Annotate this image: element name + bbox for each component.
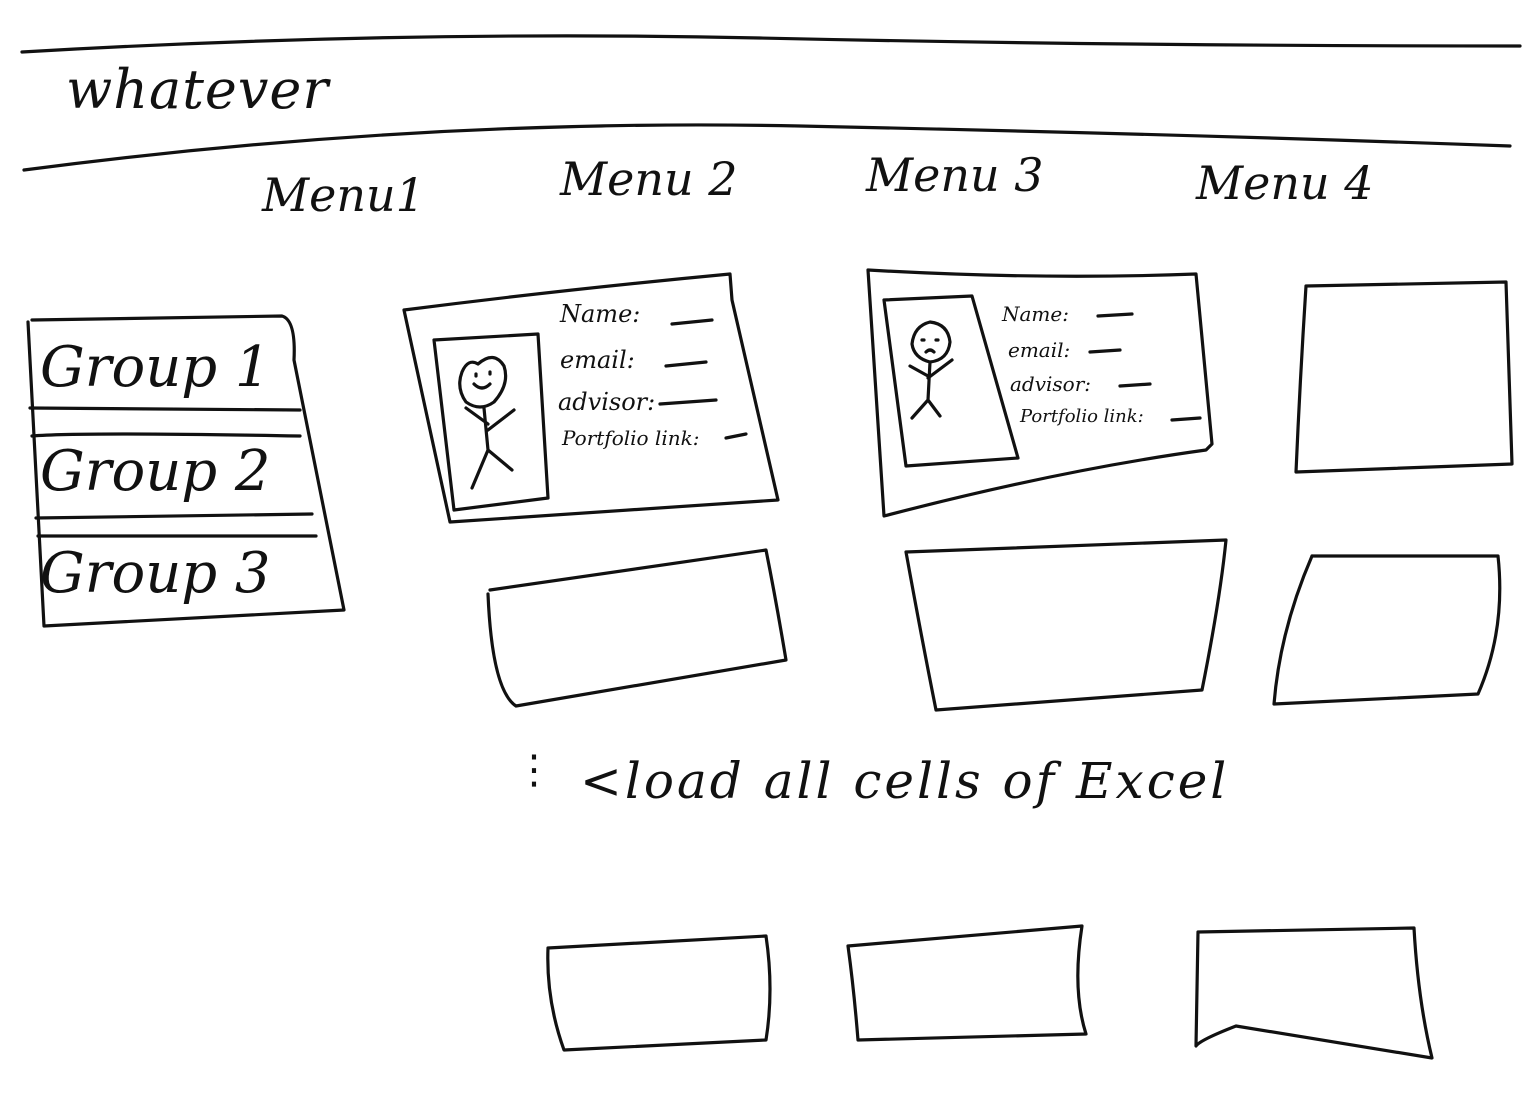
profile-card-2-figure <box>908 320 954 420</box>
placeholder-card-1-frame <box>1294 280 1514 474</box>
nav-menu-2[interactable]: Menu 2 <box>560 152 738 206</box>
profile-card-2-name-label: Name: <box>1002 302 1069 326</box>
profile-card-1-photo-frame <box>432 332 550 512</box>
more-icon: ⋮ <box>514 747 554 793</box>
placeholder-card-4-frame <box>1272 554 1502 706</box>
placeholder-card-6[interactable] <box>850 930 1086 1040</box>
group-divider-1 <box>28 406 302 412</box>
placeholder-card-2-frame <box>486 548 788 708</box>
group-divider-2 <box>30 432 302 438</box>
placeholder-card-3[interactable] <box>908 544 1224 708</box>
profile-card-1-frame <box>402 272 780 524</box>
group-item-3[interactable]: Group 3 <box>40 541 271 606</box>
group-item-2[interactable]: Group 2 <box>40 439 271 504</box>
placeholder-card-3-frame <box>904 538 1228 712</box>
header-top-rule <box>20 34 1522 54</box>
placeholder-card-7-frame <box>1194 926 1434 1060</box>
profile-card-1-portfolio-label: Portfolio link: <box>562 426 700 450</box>
placeholder-card-5-frame <box>546 934 772 1052</box>
profile-card-1-advisor-label: advisor: <box>558 388 656 416</box>
group-divider-3 <box>34 512 314 520</box>
load-all-cells-link[interactable]: <load all cells of Excel <box>580 752 1230 810</box>
profile-card-2-portfolio-label: Portfolio link: <box>1020 406 1144 427</box>
placeholder-card-7[interactable] <box>1198 930 1432 1056</box>
nav-menu-1[interactable]: Menu1 <box>262 168 425 222</box>
profile-card-1-figure <box>458 355 516 490</box>
placeholder-card-4[interactable] <box>1276 558 1502 702</box>
group-list-frame <box>26 314 346 628</box>
placeholder-card-1[interactable] <box>1300 284 1510 470</box>
profile-card-1-email-label: email: <box>560 346 635 374</box>
nav-menu-4[interactable]: Menu 4 <box>1196 156 1374 210</box>
placeholder-card-2[interactable] <box>490 556 784 706</box>
profile-card-2-email-label: email: <box>1008 338 1071 362</box>
profile-card-1-name-label: Name: <box>560 300 641 328</box>
profile-card-2-frame <box>866 268 1214 518</box>
placeholder-card-6-frame <box>846 924 1088 1042</box>
nav-menu-3[interactable]: Menu 3 <box>866 148 1044 202</box>
placeholder-card-5[interactable] <box>548 938 772 1048</box>
page-title: whatever <box>66 58 330 121</box>
profile-card-2-advisor-label: advisor: <box>1010 372 1092 396</box>
profile-card-2-photo-frame <box>882 294 1020 468</box>
group-item-1[interactable]: Group 1 <box>40 335 271 400</box>
header-bottom-rule <box>22 123 1512 172</box>
